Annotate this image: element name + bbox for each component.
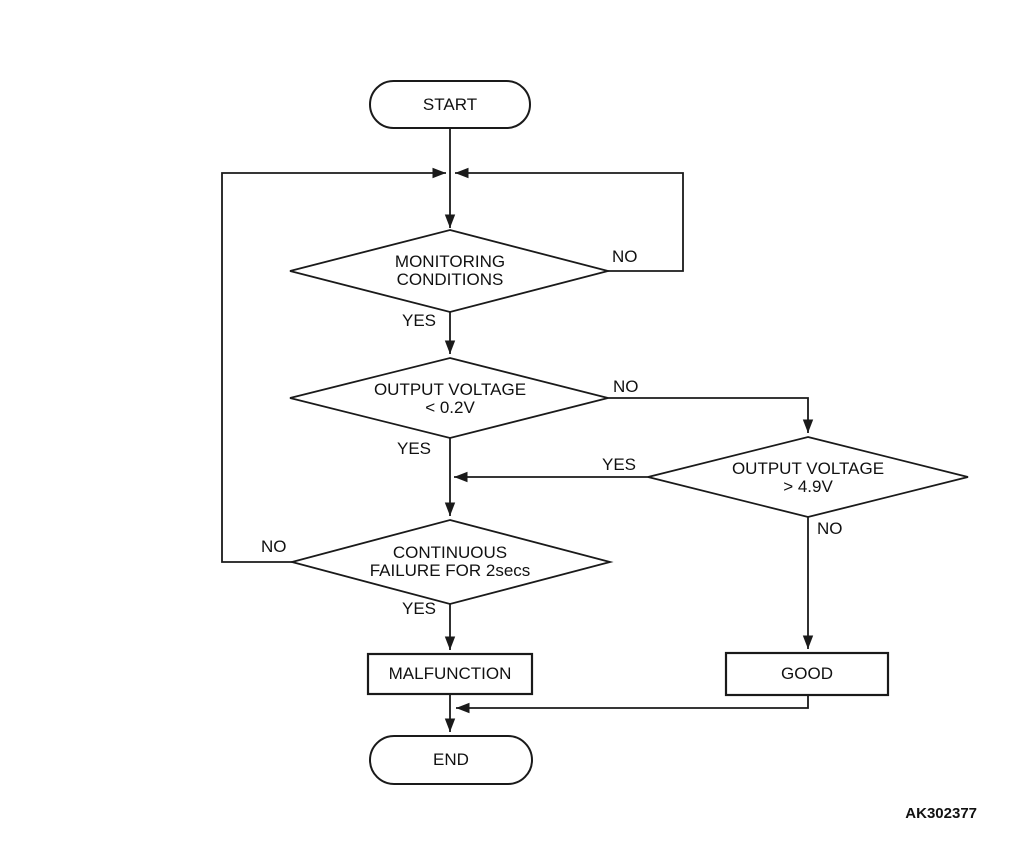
- output-voltage-high-line2: > 4.9V: [783, 477, 833, 496]
- monitoring-conditions-line2: CONDITIONS: [396, 270, 504, 289]
- monitoring-no-label: NO: [612, 247, 638, 266]
- continuous-failure-line1: CONTINUOUS: [392, 543, 508, 562]
- good-node-label: GOOD: [781, 664, 833, 683]
- output-voltage-low-node-label: OUTPUT VOLTAGE < 0.2V: [374, 381, 526, 417]
- edge-output-low-no: [608, 397, 814, 433]
- edge-good-to-end-join: [456, 695, 809, 714]
- continuous-failure-node-label: CONTINUOUS FAILURE FOR 2secs: [370, 544, 531, 580]
- end-node-label: END: [433, 750, 469, 769]
- decision-output-voltage-high-shape: [647, 436, 969, 518]
- continuous-failure-line2: FAILURE FOR 2secs: [369, 561, 531, 580]
- monitoring-conditions-node-label: MONITORING CONDITIONS: [395, 253, 505, 289]
- output-high-no-label: NO: [817, 519, 843, 538]
- output-low-yes-label: YES: [397, 439, 432, 458]
- figure-code: AK302377: [905, 805, 977, 822]
- edge-continuous-no-loop: [221, 167, 446, 563]
- start-terminator-shape: [369, 80, 531, 129]
- good-process-shape: [724, 651, 890, 697]
- malfunction-process-shape: [366, 652, 534, 696]
- continuous-no-label: NO: [261, 537, 287, 556]
- output-high-yes-label: YES: [602, 455, 637, 474]
- end-terminator-shape: [369, 735, 533, 785]
- decision-monitoring-conditions-shape: [289, 229, 612, 313]
- output-voltage-low-line2: < 0.2V: [425, 398, 475, 417]
- output-voltage-low-line1: OUTPUT VOLTAGE: [373, 380, 527, 399]
- monitoring-conditions-line1: MONITORING: [394, 252, 506, 271]
- monitoring-yes-label: YES: [402, 311, 437, 330]
- malfunction-node-label: MALFUNCTION: [388, 664, 512, 683]
- output-voltage-high-line1: OUTPUT VOLTAGE: [731, 459, 885, 478]
- output-low-no-label: NO: [613, 377, 639, 396]
- start-node-label: START: [422, 95, 478, 114]
- decision-continuous-failure-shape: [288, 519, 614, 605]
- edge-monitoring-no-loop: [455, 167, 684, 272]
- continuous-yes-label: YES: [402, 599, 437, 618]
- output-voltage-high-node-label: OUTPUT VOLTAGE > 4.9V: [732, 460, 884, 496]
- decision-output-voltage-low-shape: [289, 357, 609, 439]
